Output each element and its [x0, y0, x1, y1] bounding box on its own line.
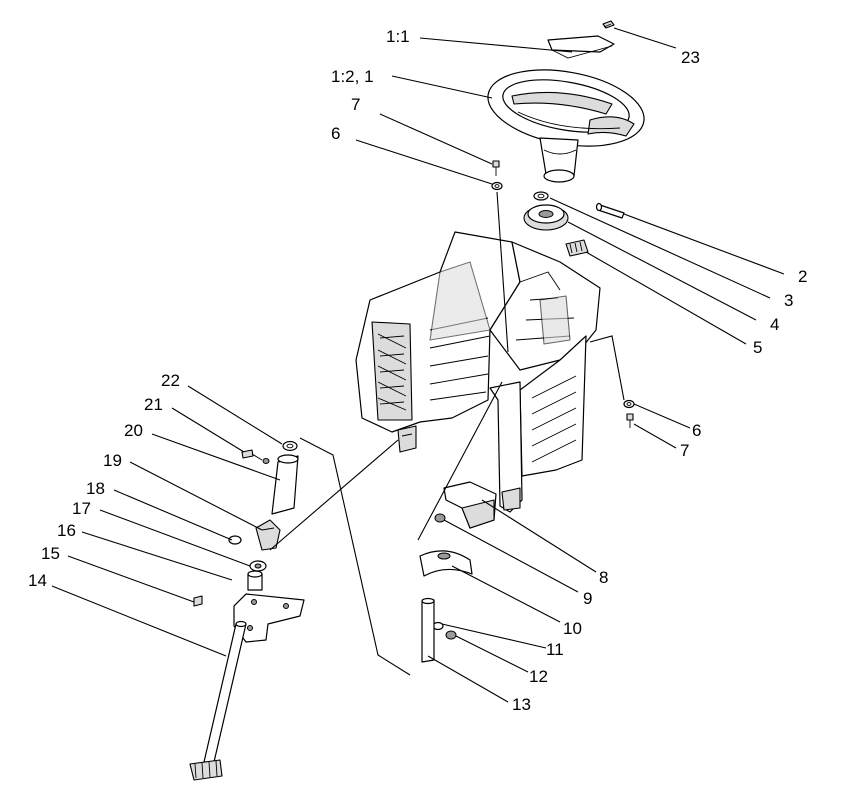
part-4-bushing	[523, 204, 569, 231]
callout-11: 11	[546, 640, 564, 659]
part-17-nut	[249, 560, 267, 572]
top-washer-6	[491, 181, 503, 191]
callout-18: 18	[86, 479, 105, 498]
leader-lines	[51, 27, 785, 703]
assembly-bracket-right	[589, 335, 625, 401]
callout-13: 13	[512, 695, 531, 714]
part-15-screw	[193, 595, 203, 607]
steering-wheel	[487, 69, 645, 183]
callout-17: 17	[72, 499, 91, 518]
callout-6-right: 6	[692, 421, 701, 440]
assembly-bracket-lower	[299, 437, 411, 676]
callout-12: 12	[529, 667, 548, 686]
callout-8: 8	[599, 568, 608, 587]
callout-2: 2	[798, 267, 807, 286]
callout-15: 15	[41, 544, 60, 563]
part-12-nut	[445, 630, 457, 640]
callout-4: 4	[770, 315, 779, 334]
part-13-shaft	[421, 597, 435, 663]
part-2-roll-pin	[595, 202, 625, 219]
callout-14: 14	[28, 571, 47, 590]
callout-20: 20	[124, 421, 143, 440]
part-3-washer	[533, 191, 549, 201]
part-18-washer	[228, 535, 242, 545]
callout-23: 23	[681, 48, 700, 67]
assembly-line-top	[496, 191, 509, 353]
part-8-bracket	[443, 481, 497, 529]
callout-1-1: 1:1	[386, 27, 410, 46]
callout-3: 3	[784, 291, 793, 310]
steering-wheel-cap	[547, 35, 615, 59]
callout-10: 10	[563, 619, 582, 638]
callout-22: 22	[161, 371, 180, 390]
part-23-screw	[602, 20, 615, 29]
right-bolt-7	[626, 413, 634, 428]
part-19-housing	[255, 519, 281, 551]
part-14-steering-shaft	[189, 620, 247, 781]
callout-16: 16	[57, 521, 76, 540]
callout-5: 5	[753, 338, 762, 357]
part-16-bushing	[247, 570, 263, 591]
callout-7-top: 7	[351, 95, 360, 114]
top-bolt-7	[492, 160, 500, 176]
callout-7-right: 7	[680, 441, 689, 460]
assembly-line-center	[417, 381, 503, 541]
callout-21: 21	[144, 395, 163, 414]
callout-6-top: 6	[331, 124, 340, 143]
assembly-line-left	[269, 439, 399, 551]
callout-1-2-1: 1:2, 1	[331, 67, 374, 86]
part-22-washer	[282, 440, 298, 452]
dash-console	[355, 231, 601, 513]
callout-9: 9	[583, 589, 592, 608]
mounting-plate	[233, 593, 305, 643]
part-9-nut	[434, 513, 446, 523]
callout-19: 19	[103, 451, 122, 470]
right-washer-6	[623, 399, 635, 409]
part-20-sleeve	[271, 454, 299, 515]
part-5-clip	[565, 239, 589, 257]
part-21-bolt	[241, 449, 270, 464]
